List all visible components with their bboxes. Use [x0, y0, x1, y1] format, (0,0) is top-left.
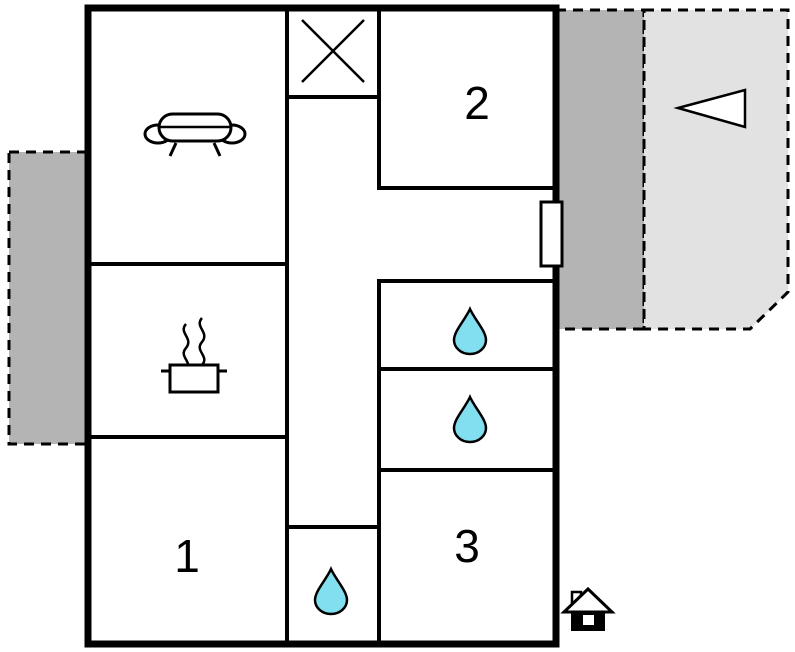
water-drop-icon — [452, 393, 488, 444]
room-2-label: 2 — [464, 77, 490, 129]
house-icon — [560, 586, 616, 631]
interior-walls — [86, 6, 558, 646]
terrace-right-covered-area — [554, 8, 646, 331]
terrace-right-open-area — [642, 8, 790, 331]
direction-arrow-icon — [673, 88, 747, 129]
water-drop-icon — [313, 565, 349, 616]
sofa-icon — [143, 112, 247, 157]
terrace-right — [554, 8, 790, 331]
cooking-pot-icon — [161, 317, 227, 394]
cross-icon — [301, 19, 365, 83]
door-opening — [539, 200, 564, 268]
water-drop-icon — [452, 305, 488, 356]
bathroom-icons — [313, 305, 488, 616]
terrace-left-area — [7, 150, 90, 446]
room-3-label: 3 — [454, 520, 480, 572]
room-1-label: 1 — [174, 530, 200, 582]
terrace-left — [7, 150, 90, 446]
